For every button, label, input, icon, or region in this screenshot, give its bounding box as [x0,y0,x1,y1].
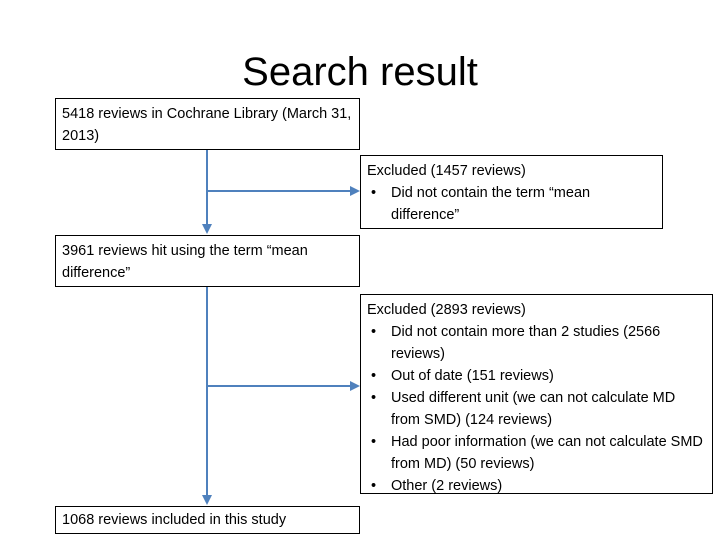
excluded1-list: Did not contain the term “mean differenc… [367,182,656,226]
excluded2-item: Out of date (151 reviews) [367,365,706,387]
excluded2-item: Had poor information (we can not calcula… [367,431,706,475]
excluded2-box: Excluded (2893 reviews) Did not contain … [360,294,713,497]
start-box: 5418 reviews in Cochrane Library (March … [55,98,360,150]
excluded2-list: Did not contain more than 2 studies (256… [367,321,706,497]
included-box-text: 1068 reviews included in this study [62,512,287,528]
excluded1-item: Did not contain the term “mean differenc… [367,182,656,226]
excluded2-item: Other (2 reviews) [367,475,706,497]
included-box: 1068 reviews included in this study [55,506,360,534]
excluded2-heading: Excluded (2893 reviews) [367,302,526,318]
hit-box: 3961 reviews hit using the term “mean di… [55,235,360,287]
page-title: Search result [242,50,478,94]
start-box-text: 5418 reviews in Cochrane Library (March … [62,106,352,144]
excluded2-item: Used different unit (we can not calculat… [367,387,706,431]
excluded2-item: Did not contain more than 2 studies (256… [367,321,706,365]
excluded1-heading: Excluded (1457 reviews) [367,163,526,179]
excluded1-box: Excluded (1457 reviews) Did not contain … [360,155,663,229]
hit-box-text: 3961 reviews hit using the term “mean di… [62,243,308,281]
